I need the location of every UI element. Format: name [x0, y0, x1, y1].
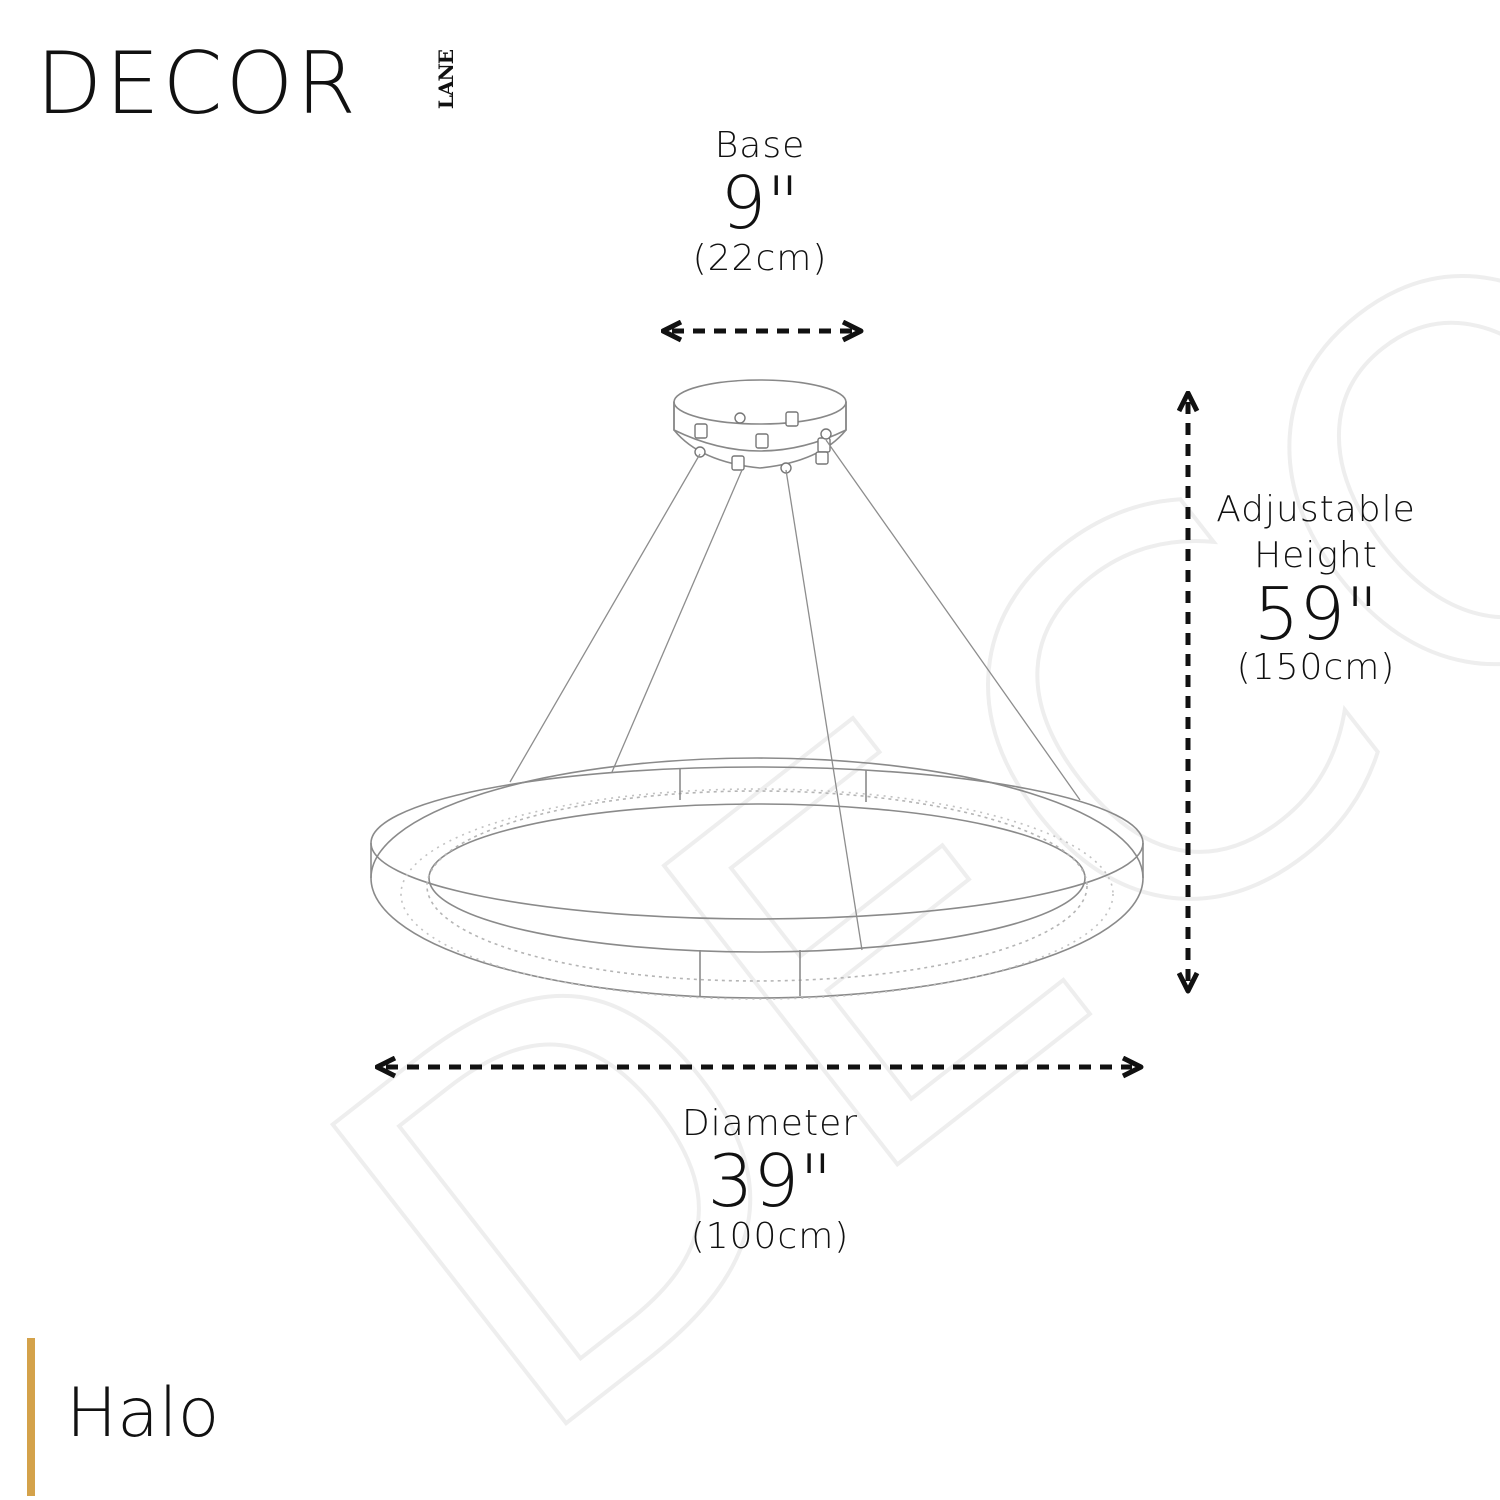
brand-name: DECOR — [36, 34, 360, 134]
height-label-line1: Adjustable — [1216, 489, 1416, 530]
height-metric: (150cm) — [1236, 647, 1396, 689]
diameter-inches: 39" — [707, 1138, 833, 1223]
diameter-metric: (100cm) — [690, 1215, 850, 1257]
height-inches: 59" — [1253, 572, 1379, 657]
watermark-text: DECOR — [229, 0, 1500, 1500]
diameter-label: Diameter — [681, 1103, 859, 1144]
ceiling-canopy — [673, 379, 847, 469]
height-label-line2: Height — [1254, 534, 1378, 576]
base-inches: 9" — [720, 160, 800, 245]
brand-sub: LANE — [434, 50, 458, 110]
base-label: Base — [714, 125, 806, 166]
canopy-screws — [694, 411, 832, 474]
halo-ring — [370, 757, 1144, 1000]
height-label-group: Adjustable Height 59" (150cm) — [1196, 490, 1436, 688]
accent-bar — [27, 1338, 35, 1496]
diameter-label-group: Diameter 39" (100cm) — [640, 1104, 900, 1256]
product-name: Halo — [66, 1374, 220, 1453]
suspension-cables — [509, 439, 1081, 951]
watermark: DECOR — [227, 0, 1500, 1500]
base-metric: (22cm) — [692, 237, 828, 279]
base-label-group: Base 9" (22cm) — [660, 126, 860, 278]
brand-logo: DECOR LANE — [36, 34, 458, 134]
